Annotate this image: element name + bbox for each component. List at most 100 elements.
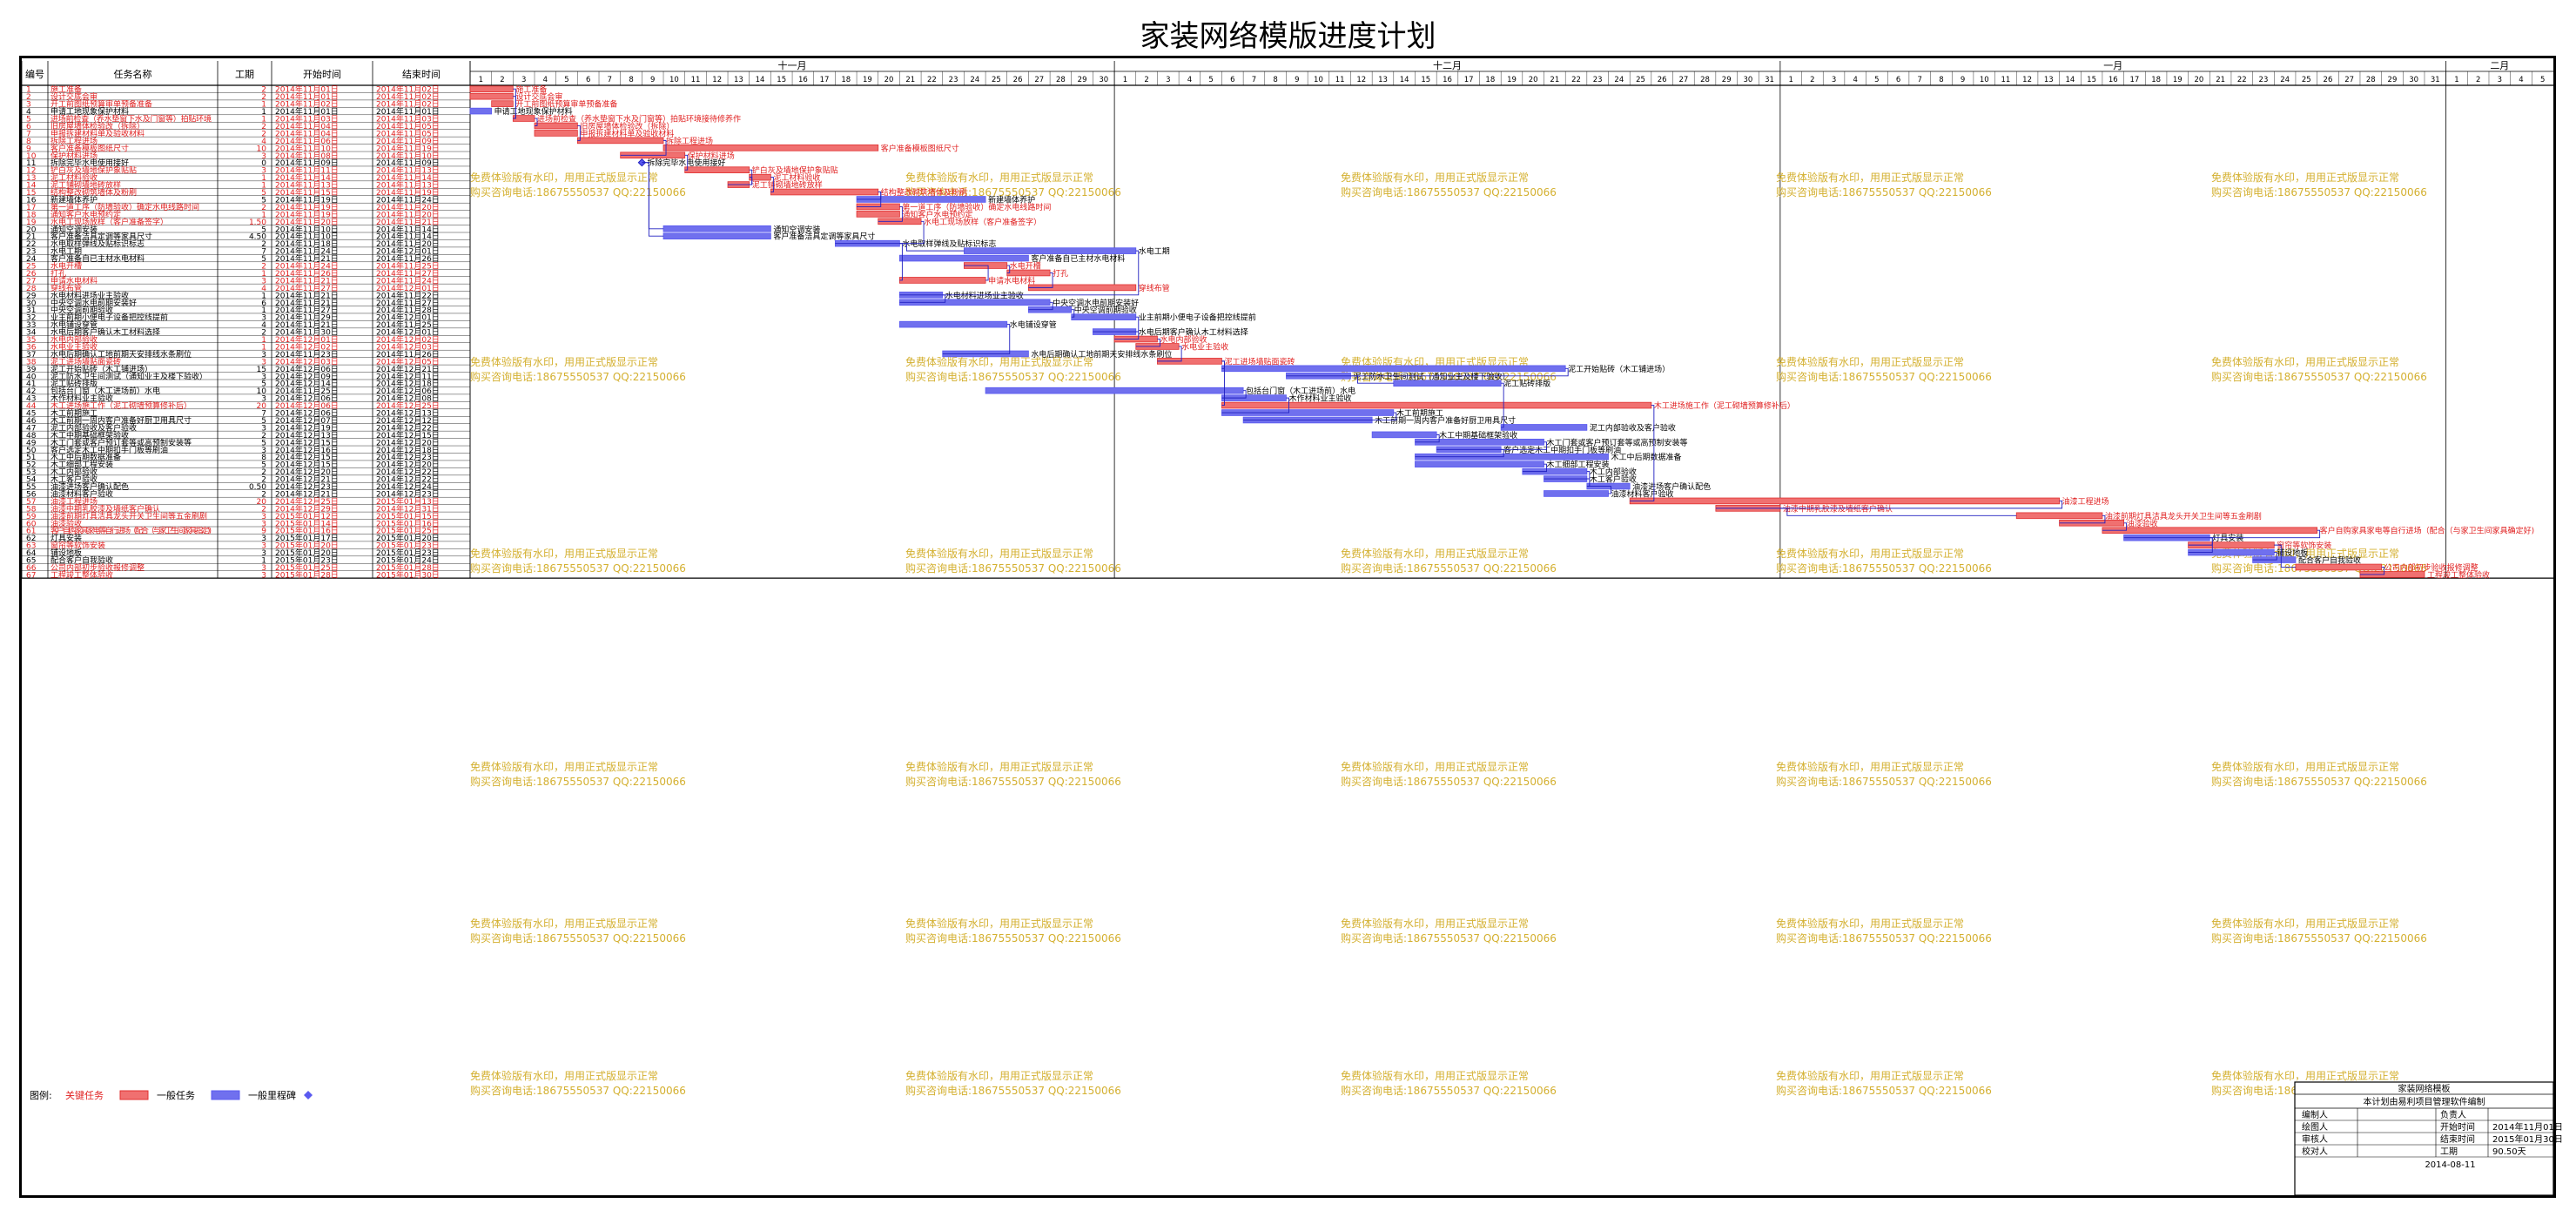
watermark-line2: 购买咨询电话:18675550537 QQ:22150066 — [2211, 775, 2427, 788]
dependency-link — [577, 125, 581, 141]
task-id: 38 — [26, 358, 37, 366]
task-id: 35 — [26, 336, 36, 345]
bar-label: 木作材料业主验收 — [1288, 393, 1351, 404]
task-duration: 1 — [261, 108, 266, 117]
task-id: 21 — [26, 233, 36, 242]
task-duration: 3 — [261, 351, 266, 360]
task-duration: 2 — [261, 240, 266, 249]
bar-label: 水电内部验收 — [1160, 334, 1207, 345]
task-end: 2014年11月02日 — [376, 99, 440, 110]
task-id: 20 — [26, 225, 37, 234]
task-name: 泥工材料验收 — [50, 172, 98, 183]
day-label: 15 — [1421, 76, 1430, 84]
bar-label: 木工中期基础框架验收 — [1439, 430, 1517, 440]
task-id: 19 — [26, 219, 37, 227]
bar-label: 穿线布管 — [1139, 283, 1170, 293]
task-start: 2014年11月27日 — [275, 305, 339, 315]
task-end: 2014年12月22日 — [376, 474, 440, 485]
day-label: 1 — [2454, 76, 2458, 84]
day-label: 20 — [884, 76, 894, 84]
task-start: 2014年12月07日 — [275, 415, 339, 426]
task-duration: 2 — [261, 490, 266, 499]
column-header-start: 开始时间 — [303, 68, 341, 80]
bar-label: 油漆进场客户确认配色 — [1632, 481, 1711, 492]
bar-label: 木工前期施工 — [1396, 408, 1443, 419]
task-end: 2015年01月16日 — [376, 518, 440, 528]
task-name: 配合客户自我验收 — [50, 555, 113, 566]
day-label: 18 — [2151, 76, 2161, 84]
task-end: 2014年12月24日 — [376, 481, 440, 492]
task-id: 22 — [26, 240, 36, 249]
task-name: 通知客户水电预约定 — [50, 209, 121, 219]
task-end: 2014年12月08日 — [376, 393, 440, 404]
bar-label: 水电后期确认工地前期天安排线水条刷位 — [1031, 349, 1172, 360]
task-duration: 4 — [261, 285, 266, 293]
day-label: 11 — [1335, 76, 1345, 84]
task-id: 11 — [26, 159, 36, 168]
watermark-line2: 购买咨询电话:18675550537 QQ:22150066 — [470, 775, 686, 788]
critical-task-bar — [512, 115, 535, 122]
critical-task-bar — [576, 137, 664, 145]
task-id: 17 — [26, 204, 36, 212]
task-start: 2014年12月01日 — [275, 334, 339, 345]
legend-milestone-label: 一般里程碑 — [248, 1090, 296, 1101]
day-label: 16 — [798, 76, 808, 84]
task-name: 泥工防水卫生间测试（通知业主及楼下验收） — [50, 371, 207, 381]
critical-task-bar — [2295, 563, 2383, 571]
day-label: 24 — [1614, 76, 1624, 84]
task-id: 46 — [26, 417, 37, 426]
day-label: 14 — [1400, 76, 1409, 84]
normal-task-bar — [662, 232, 771, 240]
watermark-line1: 免费体验版有水印，用用正式版显示正常 — [470, 760, 658, 773]
watermark-line1: 免费体验版有水印，用用正式版显示正常 — [2211, 917, 2399, 930]
task-end: 2015年01月20日 — [376, 533, 440, 543]
task-end: 2014年11月09日 — [376, 158, 440, 168]
dependency-link — [1586, 486, 1611, 494]
task-start: 2014年11月09日 — [275, 158, 339, 168]
task-name: 水电材料进场业主验收 — [50, 290, 129, 300]
task-end: 2014年12月01日 — [376, 283, 440, 293]
task-start: 2014年11月19日 — [275, 202, 339, 212]
day-label: 12 — [1356, 76, 1366, 84]
normal-task-bar — [899, 254, 1029, 262]
day-label: 17 — [1464, 76, 1474, 84]
task-id: 39 — [26, 366, 37, 374]
task-id: 41 — [26, 380, 36, 389]
dependency-link — [642, 162, 664, 237]
dependency-link — [1221, 390, 1247, 399]
task-end: 2014年12月06日 — [376, 386, 440, 396]
task-id: 9 — [26, 145, 31, 153]
task-start: 2014年12月16日 — [275, 445, 339, 455]
dependency-link — [2059, 514, 2106, 524]
page-title: 家装网络模版进度计划 — [1140, 19, 1436, 54]
title-block-date: 2014-08-11 — [2425, 1160, 2475, 1170]
task-start: 2014年11月21日 — [275, 319, 339, 330]
watermark-line1: 免费体验版有水印，用用正式版显示正常 — [905, 1069, 1093, 1082]
task-name: 设计交底会审 — [50, 91, 98, 102]
task-end: 2014年12月12日 — [376, 415, 440, 426]
bar-label: 水电工期 — [1139, 246, 1170, 257]
task-start: 2014年12月21日 — [275, 474, 339, 485]
bar-label: 泥工进场墙贴面瓷砖 — [1224, 356, 1295, 366]
day-label: 26 — [2324, 76, 2333, 84]
task-name: 水电工期 — [50, 246, 82, 257]
task-name: 泥工贴砖排版 — [50, 379, 98, 389]
task-start: 2014年11月10日 — [275, 143, 339, 153]
task-duration: 2 — [261, 93, 266, 102]
watermark-line2: 购买咨询电话:18675550537 QQ:22150066 — [470, 370, 686, 383]
task-start: 2014年11月29日 — [275, 313, 339, 323]
day-label: 12 — [712, 76, 722, 84]
task-end: 2014年11月21日 — [376, 217, 440, 227]
bar-label: 油漆中期乳胶漆及墙纸客户确认 — [1783, 503, 1893, 514]
column-header-id: 编号 — [25, 68, 44, 80]
task-name: 穿线布管 — [50, 283, 82, 293]
task-id: 60 — [26, 520, 37, 528]
task-id: 29 — [26, 292, 37, 300]
dependency-link — [1006, 265, 1011, 273]
task-end: 2014年12月03日 — [376, 341, 440, 352]
task-id: 24 — [26, 255, 37, 264]
task-name: 灯具安装 — [50, 533, 82, 543]
task-id: 34 — [26, 329, 37, 338]
day-label: 29 — [1722, 76, 1732, 84]
task-duration: 2 — [261, 130, 266, 138]
